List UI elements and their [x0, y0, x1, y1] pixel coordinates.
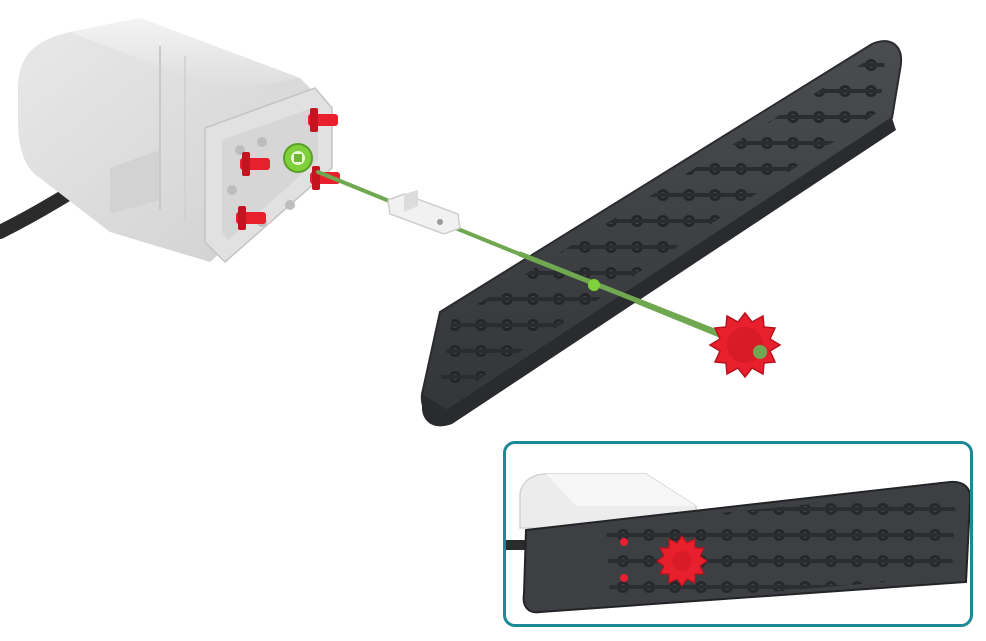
- red-gear: [708, 311, 782, 379]
- red-pin: [240, 152, 270, 176]
- red-pin: [236, 206, 266, 230]
- assembled-view-inset: [503, 441, 973, 627]
- white-shaft-connector: [387, 190, 461, 235]
- smart-motor: [18, 18, 340, 264]
- red-pin: [308, 108, 338, 132]
- inset-red-gear: [655, 534, 709, 588]
- beam: [420, 40, 903, 427]
- inset-red-pins: [620, 538, 628, 582]
- inset-smart-motor: [519, 473, 697, 529]
- motor-shaft-socket: [283, 143, 313, 173]
